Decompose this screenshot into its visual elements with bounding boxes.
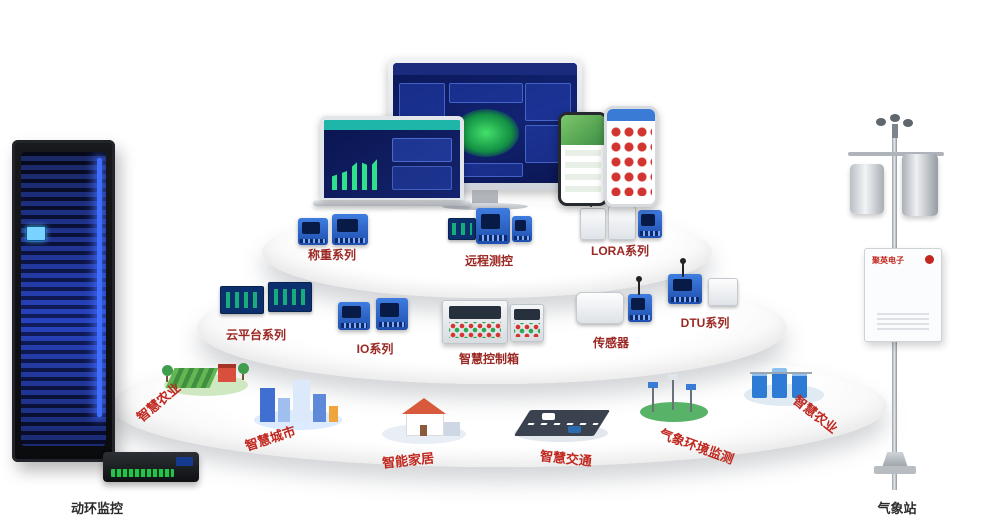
- tier2-label-dtu: DTU系列: [680, 316, 730, 330]
- road-centerline: [527, 423, 599, 425]
- laptop-header-bar: [324, 120, 460, 130]
- sensor-crossarm: [848, 152, 944, 156]
- smart-traffic-illustration: [512, 388, 611, 442]
- weather-station: 聚英电子: [830, 100, 980, 490]
- sensor-devices: [576, 276, 654, 328]
- tree-trunk: [166, 376, 168, 382]
- dashboard-center-glow: [453, 109, 519, 157]
- sensor-head: [668, 374, 678, 380]
- base-plate: [874, 466, 916, 474]
- anemometer-hub: [892, 124, 898, 138]
- dashboard-panel: [449, 83, 523, 103]
- phone-photo-block: [561, 115, 605, 145]
- tier2-label-io: IO系列: [356, 342, 394, 356]
- weather-monitoring-illustration: [638, 366, 712, 424]
- rain-gauge-cylinder: [902, 154, 938, 216]
- io-modules: [338, 298, 410, 334]
- smart-control-box: [442, 298, 544, 346]
- phone-left: [558, 112, 608, 206]
- building: [293, 380, 310, 422]
- anemometer-cup: [876, 118, 886, 126]
- garage: [444, 422, 460, 436]
- tier2-label-cloud: 云平台系列: [225, 328, 287, 342]
- phone-control-button-grid: [609, 126, 653, 197]
- anemometer-cup: [903, 119, 913, 127]
- monitor-stand-base: [442, 203, 528, 210]
- station-enclosure: 聚英电子: [864, 248, 942, 342]
- smart-agriculture-farm-illustration: [160, 340, 252, 398]
- brand-logo-icon: [925, 255, 934, 264]
- right-unit-caption: 气象站: [877, 501, 917, 516]
- device-label-tag: [175, 457, 194, 467]
- laptop-dashboard-screen: [320, 116, 464, 200]
- dashboard-header-bar: [393, 63, 577, 75]
- sensor-head: [648, 382, 658, 388]
- brand-text: 聚英电子: [872, 256, 904, 265]
- smart-home-illustration: [380, 386, 468, 444]
- monitor-stand-neck: [472, 190, 498, 204]
- rack-control-screen: [26, 226, 46, 241]
- terminal-strip: [110, 468, 175, 477]
- anemometer-icon: [876, 114, 914, 138]
- house-roof: [402, 398, 446, 414]
- sensor-head: [686, 384, 696, 390]
- green-ground: [640, 402, 708, 422]
- water-tank: [752, 372, 767, 398]
- rack-glass-door: [21, 152, 106, 446]
- weighing-series-devices: [298, 214, 368, 248]
- smart-agriculture-irrigation-illustration: [742, 350, 828, 408]
- building: [313, 394, 326, 422]
- phone-list-rows: [564, 150, 602, 196]
- rack-equipment-slats: [21, 152, 106, 446]
- pipe: [750, 372, 812, 374]
- tier3-label-home: 智能家居: [381, 450, 435, 471]
- rack-led-strip: [97, 158, 102, 417]
- remote-monitoring-devices: [448, 208, 532, 248]
- house-door: [420, 425, 427, 436]
- sensor-pole: [672, 378, 674, 410]
- laptop-base: [313, 200, 471, 206]
- barn: [218, 364, 236, 382]
- phone-right: [604, 106, 658, 207]
- sensor-pole: [690, 388, 692, 412]
- building: [260, 388, 275, 422]
- tier2-label-sensor: 传感器: [592, 336, 630, 350]
- laptop-panel: [392, 138, 452, 162]
- anemometer-cup: [890, 114, 900, 122]
- laptop: [313, 116, 471, 206]
- pole-foot: [882, 452, 908, 468]
- tier2-label-control-box: 智慧控制箱: [458, 352, 520, 366]
- left-unit-caption: 动环监控: [70, 501, 124, 516]
- tier1-label-weighing: 称重系列: [307, 248, 357, 262]
- tier1-label-lora: LORA系列: [591, 244, 649, 258]
- car-icon: [542, 413, 555, 420]
- building: [278, 398, 290, 422]
- tree-trunk: [242, 374, 244, 380]
- sensor-pole: [652, 386, 654, 412]
- rain-gauge-cylinder: [850, 164, 884, 214]
- building: [329, 406, 338, 422]
- phone-app-header: [607, 109, 655, 121]
- car-icon: [568, 426, 581, 433]
- tier1-label-remote: 远程测控: [464, 254, 514, 268]
- dtu-modules: [668, 258, 742, 310]
- enclosure-vents: [877, 313, 929, 331]
- tree-icon: [238, 363, 249, 374]
- server-rack: [12, 140, 115, 462]
- monitoring-host-device: [103, 452, 199, 482]
- smart-city-illustration: [252, 366, 344, 430]
- laptop-bar-chart: [332, 156, 380, 190]
- tree-icon: [162, 365, 173, 376]
- laptop-panel: [392, 166, 452, 190]
- cloud-platform-boards: [220, 280, 312, 316]
- water-tank: [772, 368, 787, 398]
- water-tank: [792, 372, 807, 398]
